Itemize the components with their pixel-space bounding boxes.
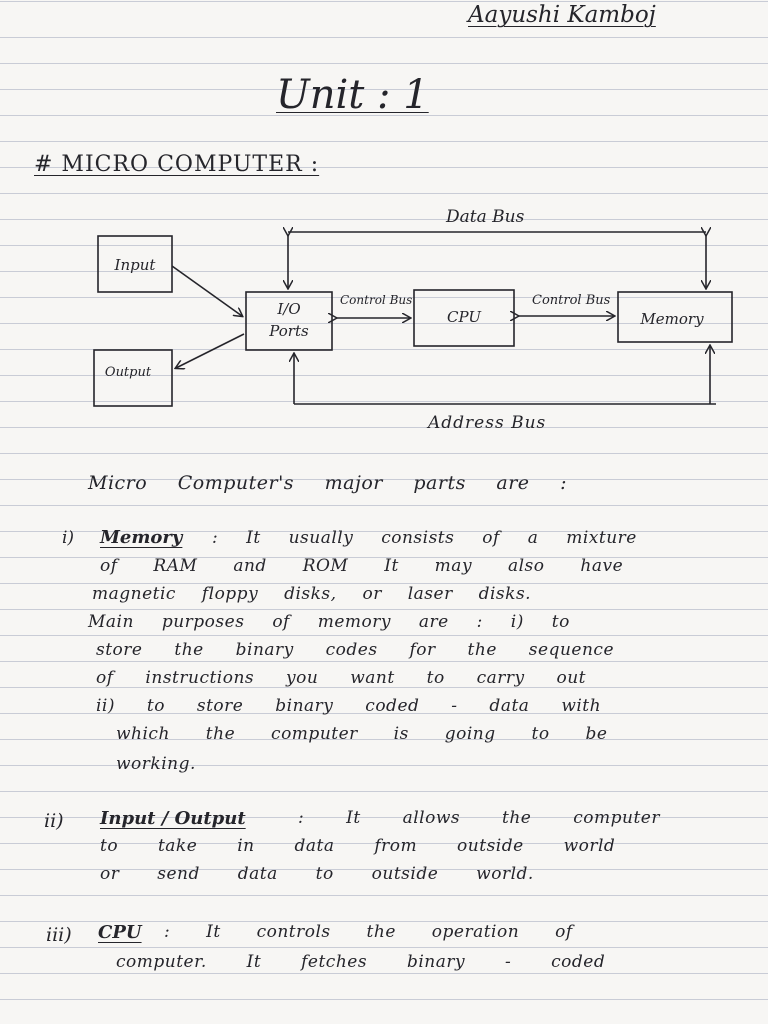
io-to-output-arrow — [176, 333, 245, 368]
output-box-label: Output — [105, 365, 152, 380]
memory-line-5: store the binary codes for the sequence — [96, 640, 614, 660]
io-box-label-line2: Ports — [268, 322, 309, 340]
memory-line-7: ii) to store binary coded - data with — [96, 696, 602, 716]
unit-title: Unit : 1 — [276, 72, 429, 118]
io-line-3: or send data to outside world. — [100, 864, 534, 884]
input-box — [97, 235, 173, 293]
io-line-1: : It allows the computer — [298, 808, 660, 828]
data-bus-label: Data Bus — [445, 207, 525, 227]
item-heading-input-output: Input / Output — [100, 808, 246, 829]
output-box — [93, 349, 173, 407]
memory-line-3: magnetic floppy disks, or laser disks. — [92, 584, 532, 604]
item-number: i) — [62, 528, 75, 548]
cpu-box-label: CPU — [447, 308, 482, 326]
input-box-label: Input — [114, 256, 157, 274]
io-box-label-line1: I/O — [276, 300, 300, 318]
author-signature: Aayushi Kamboj — [468, 2, 656, 28]
memory-line-2: of RAM and ROM It may also have — [100, 556, 624, 576]
intro-line: Micro Computer's major parts are : — [88, 472, 567, 494]
item-number: iii) — [46, 924, 72, 946]
item-heading-memory: Memory — [100, 527, 183, 548]
memory-line-8: which the computer is going to be — [116, 724, 608, 744]
memory-box — [617, 291, 733, 343]
memory-line-9: working. — [116, 754, 196, 774]
memory-line-4: Main purposes of memory are : i) to — [88, 612, 570, 632]
memory-box-label: Memory — [639, 310, 704, 328]
control-bus-left-label: Control Bus — [340, 293, 412, 307]
control-bus-right-label: Control Bus — [532, 293, 611, 308]
section-heading: # MICRO COMPUTER : — [34, 152, 320, 177]
address-bus-label: Address Bus — [426, 413, 546, 433]
item-number: ii) — [44, 810, 64, 832]
memory-line-6: of instructions you want to carry out — [96, 668, 587, 688]
memory-line-1: : It usually consists of a mixture — [212, 528, 637, 548]
input-to-io-arrow — [171, 265, 242, 316]
io-line-2: to take in data from outside world — [100, 836, 616, 856]
microcomputer-block-diagram: Input Output I/O Ports CPU Memory Data B… — [93, 207, 733, 433]
cpu-line-2: computer. It fetches binary - coded — [116, 952, 606, 972]
cpu-line-1: : It controls the operation of — [164, 922, 573, 942]
item-heading-cpu: CPU — [98, 922, 142, 943]
